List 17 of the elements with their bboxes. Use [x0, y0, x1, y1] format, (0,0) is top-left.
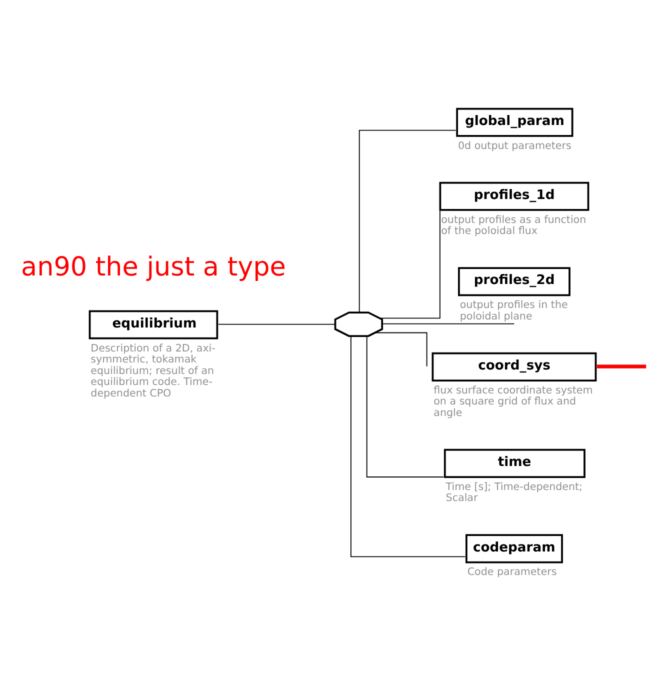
- node-label: output profiles in the poloidal plane: [460, 299, 568, 322]
- node-label: flux surface coordinate system on a square grid of flux and angle: [434, 384, 593, 419]
- connector: [218, 324, 336, 325]
- connector: [366, 336, 444, 478]
- connector: [596, 364, 646, 368]
- connector: [374, 332, 428, 367]
- label: an90 the just a type: [21, 252, 286, 282]
- connector: [382, 323, 515, 324]
- connector: [380, 210, 440, 319]
- connector: [350, 336, 466, 558]
- node-label: Time [s]; Time-dependent; Scalar: [446, 480, 583, 504]
- connector: [358, 130, 456, 313]
- node-octagon: [334, 312, 384, 337]
- node-label: output profiles as a function of the poloidal flux: [441, 214, 586, 238]
- node-label: Description of a 2D, axi-symmetric, tokamak equilibrium; result of an equilibrium code. Time-dependent CPO: [90, 342, 216, 400]
- node-label: Code parameters: [467, 566, 557, 578]
- node-label: 0d output parameters: [458, 140, 572, 152]
